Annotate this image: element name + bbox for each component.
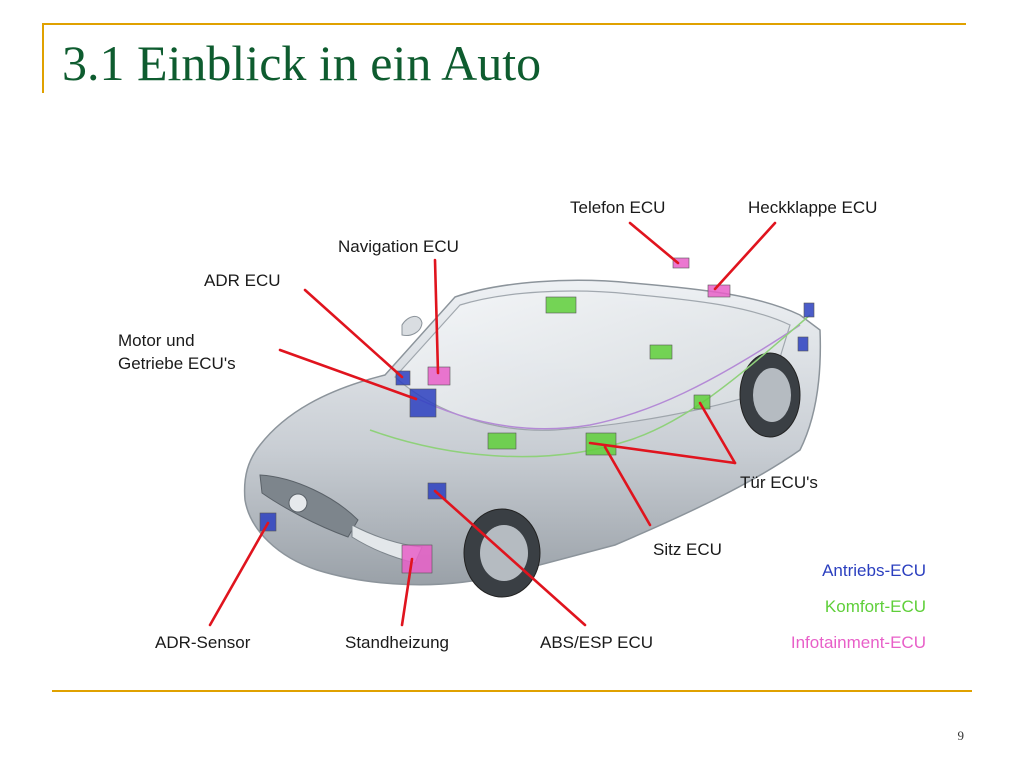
leader-line-standheizung [400, 557, 414, 627]
page-number: 9 [957, 728, 965, 743]
leader-line-motor [278, 348, 418, 401]
footer-rule [52, 690, 972, 692]
leader-line-tuer-a [588, 441, 737, 465]
callout-telefon-ecu: Telefon ECU [570, 198, 666, 217]
ecu-module-sitz [487, 432, 517, 450]
callout-navigation-ecu: Navigation ECU [338, 237, 459, 256]
title-frame-left [42, 23, 44, 93]
callout-abs-esp-ecu: ABS/ESP ECU [540, 633, 654, 652]
brand-badge [288, 493, 308, 513]
side-mirror [401, 316, 423, 336]
ecu-module-telefon [672, 257, 690, 269]
title-frame-top [42, 23, 966, 25]
legend-antriebs-ecu: Antriebs-ECU [822, 561, 926, 580]
callout-adr-ecu: ADR ECU [204, 271, 281, 290]
ecu-module-rear-antrieb [803, 302, 815, 318]
callout-adr-sensor: ADR-Sensor [155, 633, 251, 652]
callout-heckklappe-ecu: Heckklappe ECU [748, 198, 878, 217]
legend-komfort-ecu: Komfort-ECU [824, 597, 926, 616]
leader-line-heckklappe [713, 221, 777, 291]
leader-line-navigation [433, 258, 440, 375]
legend-infotainment-ecu: Infotainment-ECU [790, 633, 926, 652]
leader-line-telefon [628, 221, 680, 265]
callout-motor-line1: Motor und [118, 331, 195, 350]
slide-title: 3.1 Einblick in ein Auto [62, 35, 542, 91]
leader-line-adr-ecu [303, 288, 404, 379]
leader-line-sitz [603, 445, 652, 527]
callout-standheizung: Standheizung [345, 633, 449, 652]
rear-wheel-rim [753, 368, 791, 422]
wiring-harness [369, 314, 811, 458]
ecu-module-standheizung [401, 544, 433, 574]
car-ecu-diagram [208, 221, 822, 627]
callout-sitz-ecu: Sitz ECU [653, 540, 722, 559]
ecu-module-heckklappe [707, 284, 731, 298]
ecu-module-komfort [545, 296, 577, 314]
ecu-module-motor [409, 388, 437, 418]
wiring-harness [409, 324, 801, 430]
callout-tuer-ecus: Tür ECU's [740, 473, 818, 492]
ecu-module-abs [427, 482, 447, 500]
ecu-module-komfort [649, 344, 673, 360]
ecu-module-rear-antrieb [797, 336, 809, 352]
callout-motor-line2: Getriebe ECU's [118, 354, 236, 373]
leader-line-adr-sensor [208, 521, 270, 627]
leader-line-tuer-b [698, 401, 737, 465]
leader-line-abs [433, 489, 587, 627]
